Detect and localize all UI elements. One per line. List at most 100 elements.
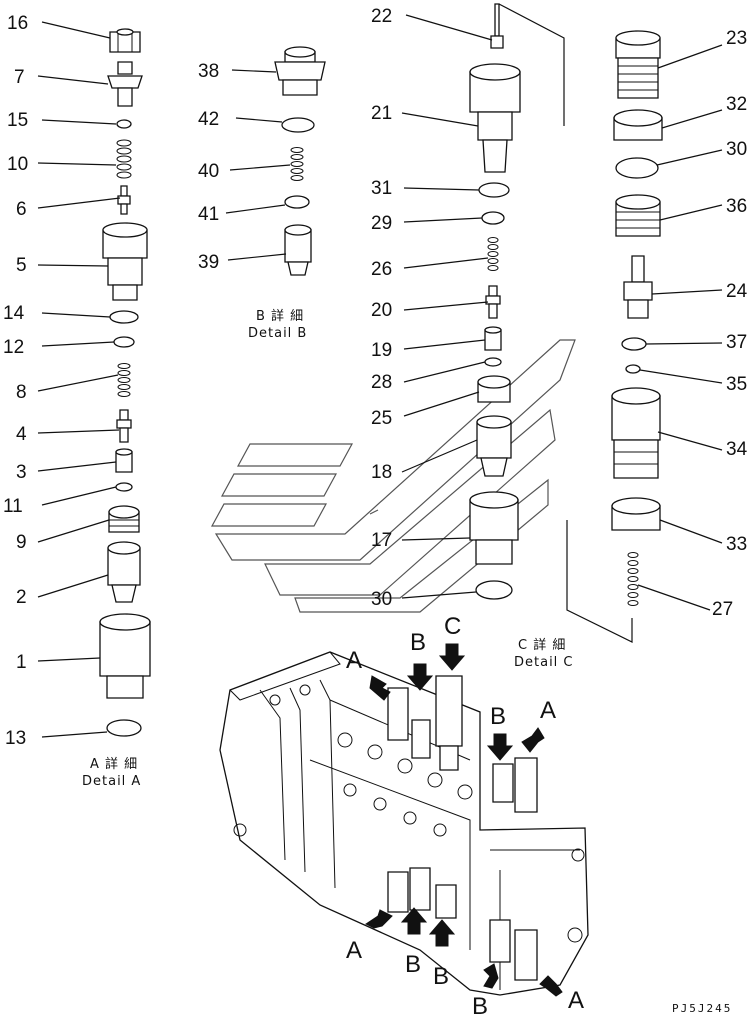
part-17 (469, 491, 519, 565)
part-20 (485, 285, 501, 319)
part-11 (115, 482, 133, 492)
arrow-a4-icon (539, 975, 563, 997)
part-7 (107, 61, 143, 107)
label-34: 34 (726, 439, 748, 460)
label-38: 38 (198, 61, 219, 82)
arrow-c1-icon (438, 643, 466, 671)
part-40 (290, 147, 304, 181)
label-24: 24 (726, 281, 748, 302)
label-10: 10 (7, 154, 28, 175)
part-27 (627, 552, 639, 606)
arrow-b4-icon (428, 919, 456, 947)
part-42 (281, 117, 315, 133)
caption-detail-a-jp: A 詳 細 (90, 756, 138, 772)
part-4 (116, 409, 132, 443)
marker-a3: A (346, 937, 362, 964)
part-16 (109, 28, 141, 53)
arrow-a1-icon (369, 675, 391, 701)
label-1: 1 (16, 652, 27, 673)
marker-b4: B (433, 963, 449, 990)
label-18: 18 (371, 462, 392, 483)
part-29 (481, 211, 505, 225)
label-35: 35 (726, 374, 747, 395)
part-25 (477, 375, 511, 403)
detail-b-column: 38 42 40 41 39 B 詳 細 Detail B (198, 46, 326, 341)
label-33: 33 (726, 534, 747, 555)
arrow-b5-icon (483, 963, 499, 989)
part-31 (478, 182, 510, 198)
label-26: 26 (371, 259, 392, 280)
label-15: 15 (7, 110, 28, 131)
watermark-logo (210, 339, 576, 613)
label-41: 41 (198, 204, 219, 225)
label-14: 14 (3, 303, 25, 324)
drawing-code: PJ5J245 (672, 1002, 732, 1015)
label-30-left: 30 (371, 589, 392, 610)
marker-b2: B (490, 703, 506, 730)
part-3 (115, 448, 133, 473)
label-12: 12 (3, 337, 24, 358)
part-28 (484, 357, 502, 367)
label-17: 17 (371, 530, 392, 551)
label-7: 7 (14, 67, 25, 88)
part-23 (615, 30, 661, 99)
label-20: 20 (371, 300, 392, 321)
part-34 (611, 387, 661, 479)
marker-c1: C (444, 613, 461, 640)
caption-detail-c-jp: C 詳 細 (518, 637, 566, 653)
part-14 (109, 310, 139, 324)
label-30-right: 30 (726, 139, 747, 160)
arrow-b1-icon (406, 663, 434, 691)
label-11: 11 (3, 496, 23, 517)
control-valve-assembly (219, 651, 589, 996)
part-2 (107, 541, 141, 603)
label-8: 8 (16, 382, 27, 403)
part-30-right (615, 157, 659, 179)
label-6: 6 (16, 199, 27, 220)
caption-detail-b-jp: B 詳 細 (256, 308, 304, 324)
label-9: 9 (16, 532, 27, 553)
label-19: 19 (371, 340, 392, 361)
arrow-letters: A B C B A A B B B A (346, 613, 584, 1020)
arrow-a2-icon (521, 727, 545, 753)
marker-a4: A (568, 987, 584, 1014)
label-2: 2 (16, 587, 27, 608)
caption-detail-a-en: Detail A (82, 774, 141, 789)
marker-b5: B (472, 993, 488, 1020)
label-13: 13 (5, 728, 26, 749)
detail-c-middle-column: 22 21 31 29 26 20 19 28 25 18 17 30 C 詳 … (371, 3, 633, 670)
label-39: 39 (198, 252, 219, 273)
marker-b1: B (410, 629, 426, 656)
label-28: 28 (371, 372, 392, 393)
arrow-b2-icon (486, 733, 514, 761)
part-32 (613, 109, 663, 141)
column-a-labels: 16 7 15 10 6 5 14 12 8 4 3 11 9 2 1 13 A… (3, 13, 141, 789)
part-30-left (475, 580, 513, 600)
part-38 (274, 46, 326, 96)
marker-a1: A (346, 647, 362, 674)
part-13 (106, 719, 142, 737)
label-5: 5 (16, 255, 27, 276)
label-29: 29 (371, 213, 392, 234)
part-19 (484, 326, 502, 351)
label-42: 42 (198, 109, 219, 130)
part-39 (284, 224, 312, 276)
label-27: 27 (712, 599, 733, 620)
label-22: 22 (371, 6, 392, 27)
marker-a2: A (540, 697, 556, 724)
part-18 (476, 415, 512, 477)
label-32: 32 (726, 94, 747, 115)
label-36: 36 (726, 196, 747, 217)
part-41 (284, 195, 310, 209)
detail-a-column (99, 28, 151, 737)
part-33 (611, 497, 661, 531)
direction-arrows (365, 643, 563, 997)
caption-detail-c-en: Detail C (514, 655, 574, 670)
label-31: 31 (371, 178, 392, 199)
part-8 (117, 363, 131, 397)
part-21 (469, 63, 521, 173)
part-35 (625, 364, 641, 374)
part-22 (490, 3, 504, 49)
part-26 (487, 237, 499, 271)
